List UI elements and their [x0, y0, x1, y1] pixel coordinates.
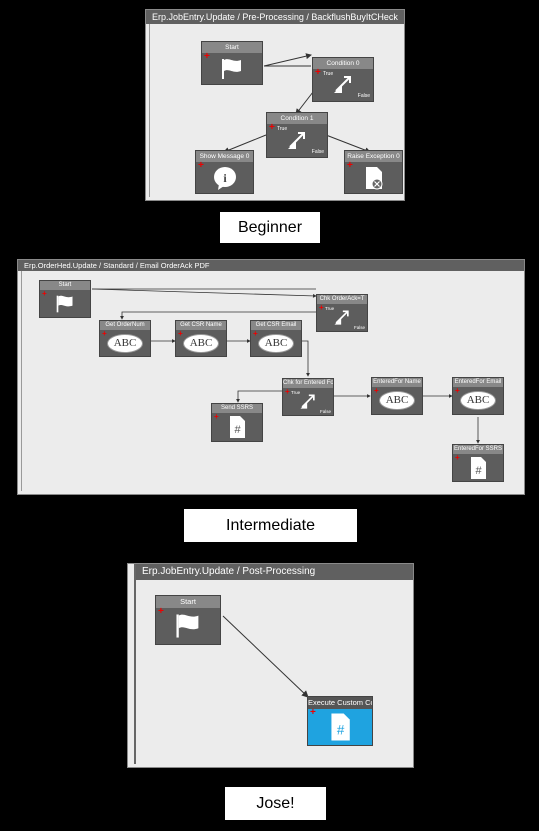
flag-icon	[202, 53, 262, 84]
caption-jose: Jose!	[225, 787, 326, 820]
node-chk-orderack[interactable]: Chk OrderAck=T + True False	[316, 294, 368, 332]
add-icon[interactable]: +	[269, 122, 275, 133]
node-label: Show Message 0	[196, 151, 253, 162]
false-label: False	[319, 409, 331, 414]
true-label: True	[323, 71, 334, 77]
node-label: Start	[40, 281, 90, 290]
abc-text-icon: ABC	[100, 330, 150, 356]
add-icon[interactable]: +	[347, 160, 353, 171]
document-hash-icon: #	[212, 413, 262, 441]
flag-icon	[156, 608, 220, 644]
add-icon[interactable]: +	[319, 303, 324, 312]
node-label: Execute Custom Co	[308, 697, 372, 709]
flag-icon	[40, 290, 90, 317]
svg-text:#: #	[475, 465, 482, 477]
node-label: EnteredFor Email	[453, 378, 503, 387]
add-icon[interactable]: +	[253, 329, 258, 338]
node-label: Condition 1	[267, 113, 327, 124]
node-show-message[interactable]: Show Message 0 + i	[195, 150, 254, 194]
condition-arrows-icon	[317, 304, 367, 331]
node-get-csr-email[interactable]: Get CSR Email + ABC	[250, 320, 302, 357]
true-label: True	[277, 126, 288, 132]
node-get-csr-name[interactable]: Get CSR Name + ABC	[175, 320, 227, 357]
svg-text:i: i	[223, 171, 227, 185]
add-icon[interactable]: +	[374, 386, 379, 395]
exception-document-icon	[345, 162, 402, 193]
add-icon[interactable]: +	[198, 160, 204, 171]
node-raise-exception[interactable]: Raise Exception 0 +	[344, 150, 403, 194]
node-enteredfor-name[interactable]: EnteredFor Name + ABC	[371, 377, 423, 415]
beginner-panel: Erp.JobEntry.Update / Pre-Processing / B…	[145, 9, 405, 201]
panel-divider	[21, 271, 22, 491]
intermediate-panel: Erp.OrderHed.Update / Standard / Email O…	[17, 259, 525, 495]
false-label: False	[357, 93, 370, 99]
node-enteredfor-email[interactable]: EnteredFor Email + ABC	[452, 377, 504, 415]
add-icon[interactable]: +	[158, 606, 164, 617]
node-label: Get CSR Name	[176, 321, 226, 330]
document-hash-icon: #	[453, 454, 503, 481]
intermediate-connectors	[91, 288, 480, 444]
node-label: Start	[202, 42, 262, 53]
info-bubble-icon: i	[196, 162, 253, 193]
node-condition-1[interactable]: Condition 1 + True False	[266, 112, 328, 158]
jose-panel: Erp.JobEntry.Update / Post-Processing St…	[127, 563, 414, 768]
node-label: EnteredFor Name	[372, 378, 422, 387]
node-label: Send SSRS	[212, 404, 262, 413]
condition-arrows-icon	[313, 69, 373, 101]
document-hash-icon: #	[308, 709, 372, 745]
add-icon[interactable]: +	[178, 329, 183, 338]
abc-text-icon: ABC	[372, 387, 422, 414]
node-label: Chk OrderAck=T	[317, 295, 367, 304]
node-start[interactable]: Start +	[155, 595, 221, 645]
svg-text:#: #	[234, 424, 241, 436]
node-label: Raise Exception 0	[345, 151, 402, 162]
node-label: Condition 0	[313, 58, 373, 69]
node-label: Start	[156, 596, 220, 608]
abc-text-icon: ABC	[251, 330, 301, 356]
node-label: Get OrderNum	[100, 321, 150, 330]
node-execute-custom-code[interactable]: Execute Custom Co + #	[307, 696, 373, 746]
condition-arrows-icon	[267, 124, 327, 157]
false-label: False	[353, 325, 365, 330]
node-start[interactable]: Start +	[39, 280, 91, 318]
node-label: EnteredFor SSRS	[453, 445, 503, 454]
add-icon[interactable]: +	[102, 329, 107, 338]
add-icon[interactable]: +	[42, 289, 47, 298]
add-icon[interactable]: +	[310, 707, 316, 718]
panel-divider	[134, 564, 136, 764]
node-chk-entered[interactable]: Chk for Entered Fo + True False	[282, 378, 334, 416]
svg-text:#: #	[337, 722, 345, 737]
abc-text-icon: ABC	[453, 387, 503, 414]
jose-panel-title: Erp.JobEntry.Update / Post-Processing	[136, 564, 413, 580]
caption-beginner: Beginner	[220, 212, 320, 243]
node-enteredfor-ssrs[interactable]: EnteredFor SSRS + #	[452, 444, 504, 482]
true-label: True	[291, 390, 301, 395]
node-label: Get CSR Email	[251, 321, 301, 330]
beginner-connectors	[223, 53, 371, 153]
jose-connectors	[222, 615, 309, 698]
add-icon[interactable]: +	[315, 67, 321, 78]
caption-intermediate: Intermediate	[184, 509, 357, 542]
node-condition-0[interactable]: Condition 0 + True False	[312, 57, 374, 102]
add-icon[interactable]: +	[204, 51, 210, 62]
add-icon[interactable]: +	[455, 386, 460, 395]
abc-text-icon: ABC	[176, 330, 226, 356]
add-icon[interactable]: +	[285, 387, 290, 396]
node-get-ordernum[interactable]: Get OrderNum + ABC	[99, 320, 151, 357]
add-icon[interactable]: +	[214, 412, 219, 421]
true-label: True	[325, 306, 335, 311]
node-start[interactable]: Start +	[201, 41, 263, 85]
beginner-panel-title: Erp.JobEntry.Update / Pre-Processing / B…	[146, 10, 404, 24]
intermediate-panel-title: Erp.OrderHed.Update / Standard / Email O…	[18, 260, 524, 271]
node-send-ssrs[interactable]: Send SSRS + #	[211, 403, 263, 442]
false-label: False	[311, 149, 324, 155]
node-label: Chk for Entered Fo	[283, 379, 333, 388]
condition-arrows-icon	[283, 388, 333, 415]
add-icon[interactable]: +	[455, 453, 460, 462]
panel-divider	[149, 24, 150, 197]
